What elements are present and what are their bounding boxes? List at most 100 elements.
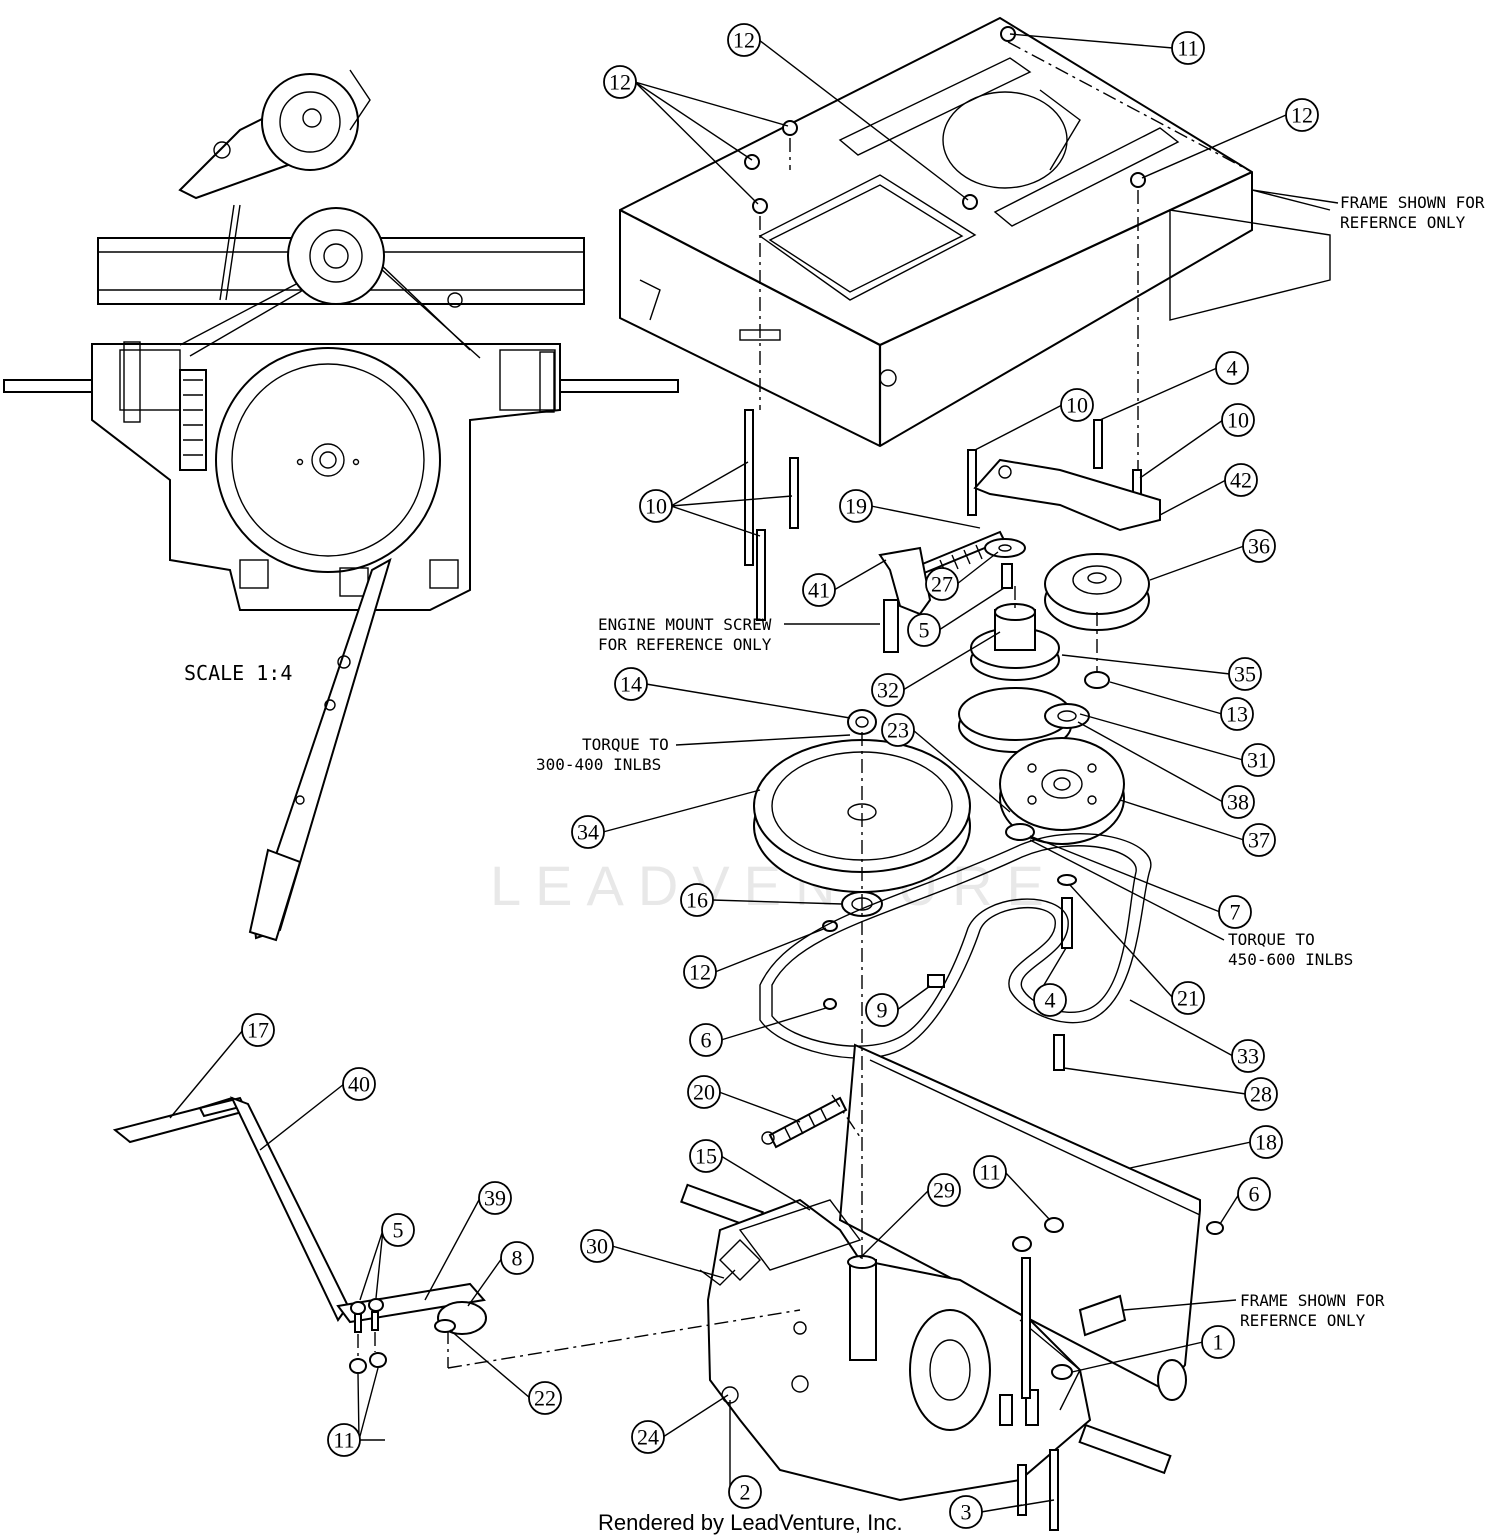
callout-33: 33 xyxy=(1129,999,1265,1073)
callout-32: 32 xyxy=(871,631,1001,707)
callout-13: 13 xyxy=(1109,681,1254,731)
drive-belt-33 xyxy=(759,833,1152,1059)
callout-28: 28 xyxy=(1063,1067,1278,1111)
callout-10: 10 xyxy=(1139,403,1255,479)
callout-12: 12 xyxy=(1141,98,1319,179)
note-torque-pulley-line1: TORQUE TO xyxy=(582,735,669,754)
svg-text:15: 15 xyxy=(695,1144,717,1169)
callout-12: 12 xyxy=(683,927,827,989)
nut-11-b xyxy=(1012,1236,1032,1252)
callout-6: 6 xyxy=(689,1007,827,1057)
svg-text:40: 40 xyxy=(348,1072,370,1097)
svg-text:7: 7 xyxy=(1230,900,1241,925)
svg-text:20: 20 xyxy=(693,1080,715,1105)
svg-text:38: 38 xyxy=(1227,790,1249,815)
svg-text:12: 12 xyxy=(1291,103,1313,128)
svg-text:42: 42 xyxy=(1230,468,1252,493)
callout-2: 2 xyxy=(728,1400,762,1509)
svg-text:23: 23 xyxy=(887,718,909,743)
svg-text:5: 5 xyxy=(919,618,930,643)
svg-text:6: 6 xyxy=(701,1028,712,1053)
svg-text:16: 16 xyxy=(686,888,708,913)
svg-text:5: 5 xyxy=(393,1218,404,1243)
callout-6: 6 xyxy=(1219,1177,1271,1225)
callout-12: 12 xyxy=(603,65,789,205)
callout-8: 8 xyxy=(467,1241,534,1307)
note-engine-mount-line2: FOR REFERENCE ONLY xyxy=(598,635,772,654)
svg-text:10: 10 xyxy=(1066,393,1088,418)
screw-6-upper xyxy=(823,998,837,1010)
callout-4: 4 xyxy=(1033,947,1067,1017)
svg-text:12: 12 xyxy=(609,70,631,95)
svg-text:14: 14 xyxy=(620,672,642,697)
callout-22: 22 xyxy=(449,1329,562,1415)
bolt-9 xyxy=(927,974,945,988)
svg-text:28: 28 xyxy=(1250,1082,1272,1107)
bolt-7 xyxy=(1005,823,1035,841)
svg-text:32: 32 xyxy=(877,678,899,703)
note-frame-ref-bottom-line2: REFERNCE ONLY xyxy=(1240,1311,1366,1330)
svg-text:11: 11 xyxy=(979,1160,1000,1185)
svg-text:18: 18 xyxy=(1255,1130,1277,1155)
svg-text:3: 3 xyxy=(961,1500,972,1525)
idler-pulley-37 xyxy=(999,737,1125,845)
note-torque-pulley-line2: 300-400 INLBS xyxy=(536,755,661,774)
nut-11-a xyxy=(1044,1217,1064,1233)
callout-10: 10 xyxy=(639,461,793,537)
screw-5 xyxy=(1001,563,1013,589)
washer-21 xyxy=(1057,874,1077,886)
svg-text:19: 19 xyxy=(845,494,867,519)
svg-text:1: 1 xyxy=(1213,1330,1224,1355)
washer-27 xyxy=(984,538,1026,558)
nut-12-lower xyxy=(822,920,838,932)
callout-31: 31 xyxy=(1079,713,1275,777)
callout-36: 36 xyxy=(1149,529,1276,581)
screw-6-lower xyxy=(1206,1221,1224,1235)
svg-text:12: 12 xyxy=(689,960,711,985)
callout-7: 7 xyxy=(1029,835,1252,929)
svg-text:6: 6 xyxy=(1249,1182,1260,1207)
note-torque-idler-line1: TORQUE TO xyxy=(1228,930,1315,949)
callout-29: 29 xyxy=(859,1173,961,1259)
lever-assembly xyxy=(112,1096,487,1374)
callout-16: 16 xyxy=(680,883,843,917)
stud-11 xyxy=(1021,1257,1031,1399)
svg-text:4: 4 xyxy=(1227,356,1238,381)
svg-text:41: 41 xyxy=(808,578,830,603)
svg-text:2: 2 xyxy=(740,1480,751,1505)
rod-28 xyxy=(1053,1034,1065,1071)
callout-11: 11 xyxy=(973,1155,1051,1221)
callout-1: 1 xyxy=(1071,1325,1235,1373)
callout-30: 30 xyxy=(580,1229,725,1279)
svg-text:21: 21 xyxy=(1177,986,1199,1011)
callout-39: 39 xyxy=(424,1181,512,1301)
callout-12: 12 xyxy=(727,23,969,201)
note-frame-ref-top-line1: FRAME SHOWN FOR xyxy=(1340,193,1485,212)
svg-text:10: 10 xyxy=(1227,408,1249,433)
svg-text:37: 37 xyxy=(1248,828,1270,853)
callout-37: 37 xyxy=(1119,799,1276,857)
svg-text:11: 11 xyxy=(333,1428,354,1453)
callout-38: 38 xyxy=(1077,721,1255,819)
engine-pulley-32-35 xyxy=(958,603,1072,753)
spring-20 xyxy=(761,1096,848,1149)
callout-21: 21 xyxy=(1069,884,1205,1015)
svg-text:31: 31 xyxy=(1247,748,1269,773)
idler-pulley-36 xyxy=(1044,553,1150,631)
note-frame-ref-top-line2: REFERNCE ONLY xyxy=(1340,213,1466,232)
svg-text:24: 24 xyxy=(637,1425,659,1450)
callout-14: 14 xyxy=(614,667,851,719)
svg-text:13: 13 xyxy=(1226,702,1248,727)
idler-bracket-42 xyxy=(973,458,1161,532)
svg-text:34: 34 xyxy=(577,820,599,845)
inset-transmission-assembly xyxy=(3,69,679,942)
callout-4: 4 xyxy=(1099,351,1249,421)
bolt-3a xyxy=(1017,1464,1027,1516)
render-credit: Rendered by LeadVenture, Inc. xyxy=(598,1510,903,1535)
callout-34: 34 xyxy=(571,789,761,849)
callout-10: 10 xyxy=(974,388,1094,451)
bolt-3b xyxy=(1049,1449,1059,1531)
callout-11: 11 xyxy=(327,1367,385,1457)
svg-text:36: 36 xyxy=(1248,534,1270,559)
note-torque-idler-line2: 450-600 INLBS xyxy=(1228,950,1353,969)
